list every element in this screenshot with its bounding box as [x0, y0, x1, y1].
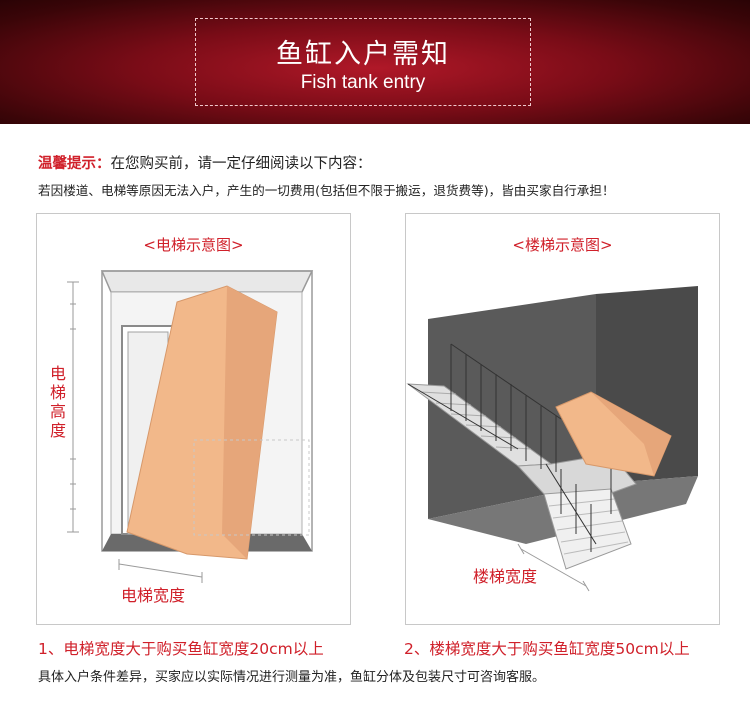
notice-line: 温馨提示：在您购买前，请一定仔细阅读以下内容：	[38, 152, 372, 173]
stairs-diagram-title: <楼梯示意图>	[512, 236, 613, 254]
condition-elevator: 1、电梯宽度大于购买鱼缸宽度20cm以上	[38, 640, 324, 658]
elevator-illustration	[67, 270, 314, 583]
elevator-width-label: 电梯宽度	[121, 586, 186, 605]
banner-dashed-frame: 鱼缸入户需知 Fish tank entry	[195, 18, 531, 106]
notice-text: 在您购买前，请一定仔细阅读以下内容：	[110, 156, 372, 172]
banner-title: 鱼缸入户需知	[276, 39, 450, 70]
stairs-width-label: 楼梯宽度	[473, 567, 538, 586]
elevator-diagram-title: <电梯示意图>	[143, 236, 244, 254]
footer-note: 具体入户条件差异，买家应以实际情况进行测量为准，鱼缸分体及包装尺寸可咨询客服。	[38, 670, 546, 685]
notice-highlight: 温馨提示：	[38, 156, 111, 172]
banner-subtitle: Fish tank entry	[300, 72, 426, 93]
notice-detail: 若因楼道、电梯等原因无法入户，产生的一切费用(包括但不限于搬运，退货费等)，皆由…	[38, 183, 615, 198]
stairs-diagram-panel: <楼梯示意图>	[405, 213, 720, 625]
stairs-illustration	[406, 286, 698, 592]
header-banner: 鱼缸入户需知 Fish tank entry	[0, 0, 750, 124]
condition-stairs: 2、楼梯宽度大于购买鱼缸宽度50cm以上	[404, 640, 690, 658]
elevator-diagram-panel: <电梯示意图> 电梯高度 电梯宽度	[36, 213, 351, 625]
elevator-height-label: 电梯高度	[49, 364, 66, 440]
